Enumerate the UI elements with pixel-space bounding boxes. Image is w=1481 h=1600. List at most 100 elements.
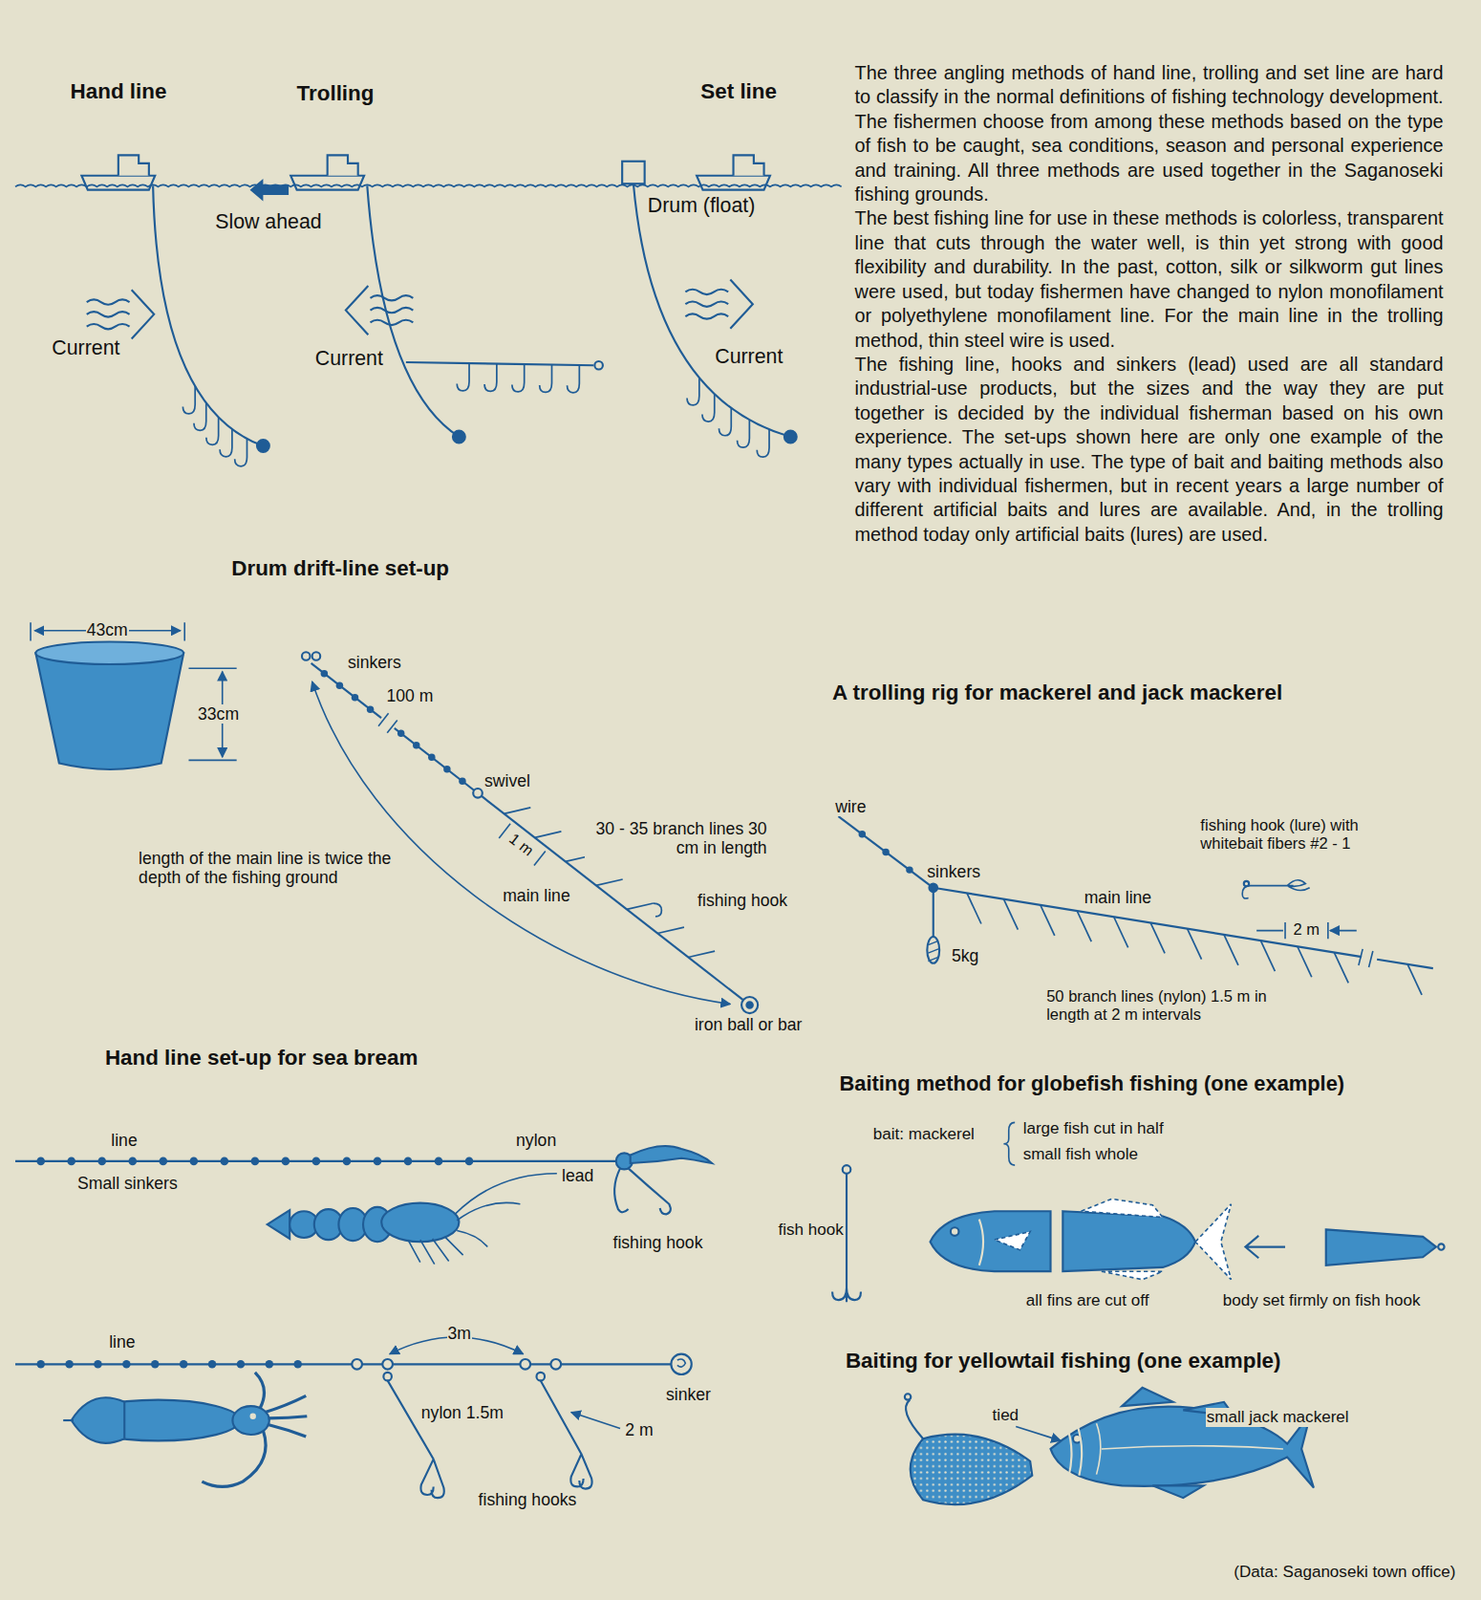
part-label: Slow ahead	[214, 210, 322, 235]
swivel-ring	[383, 1372, 392, 1381]
current-arrow	[345, 285, 413, 335]
part-label: fishing hook (lure) with whitebait fiber…	[1199, 815, 1405, 853]
shrimp-carapace	[381, 1202, 459, 1243]
current-arrow	[86, 289, 154, 339]
branch-line	[1040, 904, 1055, 936]
part-label: Drum (float)	[646, 193, 757, 218]
fish-markings	[1096, 1422, 1284, 1474]
leader-line	[571, 1411, 621, 1428]
small-sinker	[312, 1157, 322, 1166]
line-eye	[904, 1393, 911, 1399]
part-label: Small sinkers	[76, 1173, 179, 1193]
dimension-tick	[534, 850, 546, 865]
part-label: Current	[713, 344, 784, 369]
small-sinker	[428, 753, 435, 761]
part-label: nylon 1.5m	[420, 1402, 505, 1422]
small-sinker	[321, 669, 328, 677]
small-sinker	[122, 1359, 131, 1369]
branch-hooks	[540, 1379, 593, 1488]
hook-eye	[842, 1164, 852, 1174]
part-label: fishing hook	[696, 890, 789, 910]
part-label: 1 m	[505, 829, 538, 860]
small-sinker	[236, 1359, 246, 1369]
part-label: fish hook	[776, 1220, 844, 1240]
sinker	[784, 430, 797, 444]
sinker-line	[932, 887, 935, 937]
fish-tail-half	[1062, 1210, 1196, 1271]
direction-arrow	[250, 178, 290, 201]
small-sinker	[881, 848, 889, 856]
swivel-ring	[536, 1372, 546, 1381]
small-sinker	[443, 765, 451, 773]
small-sinker	[265, 1359, 275, 1369]
main-line	[933, 887, 1434, 968]
section-heading: Trolling	[296, 81, 376, 107]
swivel	[519, 1358, 531, 1370]
small-sinker	[336, 681, 344, 688]
small-sinker	[281, 1157, 291, 1166]
part-label: Current	[314, 346, 385, 371]
small-sinker	[434, 1157, 444, 1166]
part-label: main line	[501, 885, 571, 905]
part-label: bait: mackerel	[872, 1124, 976, 1144]
current-wave	[685, 289, 729, 295]
current-wave	[370, 307, 414, 313]
set-line	[633, 183, 791, 437]
section-heading: Hand line	[69, 79, 169, 105]
lead-sinker	[926, 936, 940, 964]
body-text: The three angling methods of hand line, …	[855, 61, 1444, 207]
shrimp-tail	[267, 1209, 290, 1239]
fishing-hook	[756, 429, 770, 457]
part-label: sinker	[665, 1384, 712, 1404]
small-sinker	[905, 865, 913, 873]
fishing-hook	[219, 429, 233, 457]
current-wave	[685, 301, 729, 307]
fishing-hook	[567, 364, 580, 393]
squid-fin	[71, 1396, 126, 1443]
part-label: lead	[560, 1165, 595, 1185]
part-label: length of the main line is twice the dep…	[137, 848, 413, 888]
fishing-hook	[718, 407, 731, 436]
small-sinker	[208, 1359, 217, 1369]
small-sinker	[458, 777, 466, 785]
branch-hooks	[387, 1379, 445, 1498]
small-sinker	[251, 1157, 260, 1166]
main-line	[394, 728, 475, 791]
drum-body	[35, 652, 184, 770]
current-wave	[86, 311, 130, 317]
iron-ball-core	[746, 1001, 752, 1008]
branch-line	[596, 879, 623, 885]
small-sinker	[858, 830, 866, 838]
water-surface	[15, 184, 842, 187]
fishing-hook	[182, 386, 195, 414]
shrimp-legs	[407, 1173, 558, 1265]
section-heading: Baiting method for globefish fishing (on…	[837, 1071, 1346, 1095]
sinker-swivel	[301, 651, 311, 661]
part-label: 2 m	[1292, 920, 1322, 939]
hook-eye	[1438, 1243, 1444, 1249]
branch-line	[1333, 951, 1349, 983]
branch-line	[1150, 922, 1165, 953]
part-label: iron ball or bar	[693, 1014, 804, 1034]
part-label: 33cm	[196, 704, 240, 724]
fishing-hook	[235, 438, 248, 467]
section-heading: Drum drift-line set-up	[230, 556, 451, 581]
part-label: sinkers	[346, 652, 403, 672]
fishing-hook	[456, 363, 470, 391]
sinker-swivel	[312, 651, 322, 661]
line	[63, 1418, 74, 1421]
lure	[1242, 880, 1310, 899]
small-sinker	[293, 1359, 302, 1369]
fishing-hook	[686, 377, 700, 406]
branch-line	[1114, 916, 1129, 947]
part-label: Current	[50, 336, 121, 361]
small-sinker	[93, 1359, 103, 1369]
small-sinker	[36, 1157, 45, 1166]
body-text: The best fishing line for use in these m…	[855, 206, 1444, 352]
branch-line	[687, 950, 715, 957]
worm-bait	[630, 1145, 712, 1163]
small-sinker	[190, 1157, 199, 1166]
fishing-hook	[737, 419, 751, 448]
branch-line	[1260, 940, 1275, 971]
